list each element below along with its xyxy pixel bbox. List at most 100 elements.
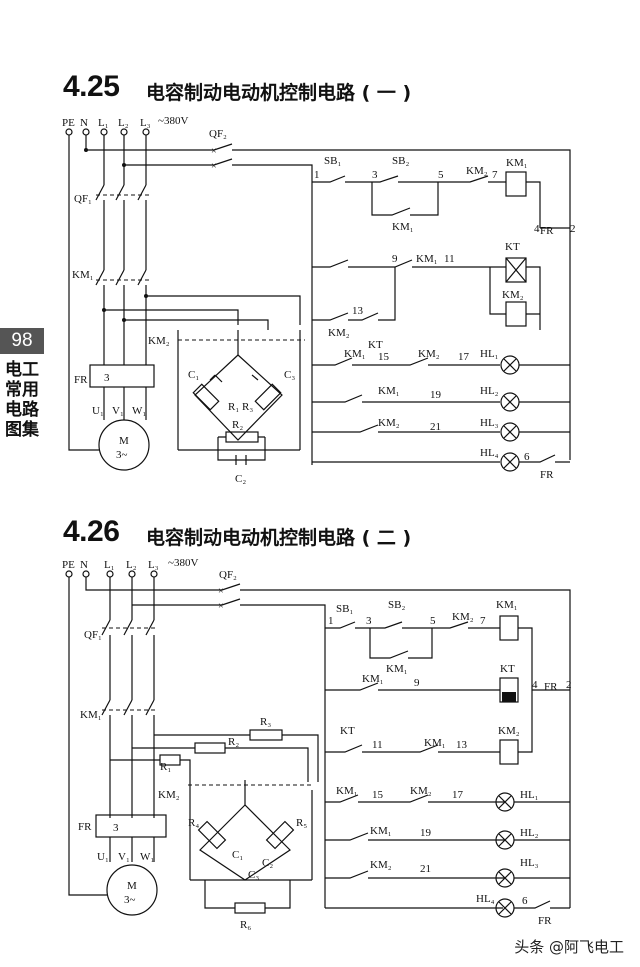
label-km2-coil: KM₂ [502,289,524,301]
label-n: N [80,117,88,129]
label-hl1-4-26: HL₁ [520,789,539,801]
label-l3-2: L₃ [148,559,159,571]
label-km1-lamp: KM₁ [344,348,366,360]
svg-text:15: 15 [378,351,390,363]
label-v1-2: V₁ [118,851,130,863]
label-qf1: QF₁ [74,193,92,205]
label-sb2-4-25: SB₂ [392,155,409,167]
label-u1: U₁ [92,405,104,417]
label-l2: L₂ [118,117,129,129]
label-hl2-4-25: HL₂ [480,385,499,397]
label-r3-4-25: R₃ [242,401,253,413]
label-km1-coil-2: KM₁ [496,599,518,611]
svg-text:11: 11 [444,253,455,265]
svg-text:3: 3 [366,615,372,627]
label-km1-kt-2: KM₁ [362,673,384,685]
label-qf1-2: QF₁ [84,629,102,641]
label-kt-contact: KT [368,339,383,351]
book-title-vertical: 电工常用电路图集 [5,360,39,440]
svg-text:1: 1 [314,169,320,181]
label-hl1-4-25: HL₁ [480,348,499,360]
label-km1-hl2: KM₁ [378,385,400,397]
label-km1-coil: KM₁ [506,157,528,169]
label-v1: V₁ [112,405,124,417]
figure-number-4-25: 4.25 [63,70,120,103]
label-km2-main: KM₂ [148,335,170,347]
svg-text:3: 3 [372,169,378,181]
label-r2-4-26: R₂ [228,736,239,748]
label-fr-main-2: FR [78,821,92,833]
svg-text:×: × [211,146,217,157]
figure-title-4-26: 电容制动电动机控制电路 ( 二 ) [146,527,412,549]
label-km1-main: KM₁ [72,269,94,281]
label-km2-main-2: KM₂ [158,789,180,801]
label-km2-interlock-2: KM₂ [452,611,474,623]
label-km2-ctrl: KM₂ [328,327,350,339]
svg-text:×: × [211,161,217,172]
svg-text:4: 4 [534,223,540,235]
label-r1-4-25: R₁ [228,401,239,413]
label-voltage: ~380V [158,115,188,127]
label-qf2-2: QF₂ [219,569,237,581]
label-sb1-4-26: SB₁ [336,603,353,615]
label-km2-coil-2: KM₂ [498,725,520,737]
svg-text:17: 17 [458,351,470,363]
svg-text:4: 4 [532,679,538,691]
figure-4-26-diagram: PE N L₁ L₂ L₃ ~380V QF₂ ×× QF₁ KM₁ R₃ [62,557,572,931]
motor-symbol-2 [106,864,158,916]
label-kt-coil-2: KT [500,663,515,675]
label-w1-2: W₁ [140,851,154,863]
label-c2-4-25: C₂ [235,473,246,485]
svg-text:6: 6 [522,895,528,907]
label-kt-coil: KT [505,241,520,253]
label-c3-4-25: C₃ [284,369,295,381]
svg-text:13: 13 [352,305,364,317]
label-km1-km2-2: KM₁ [424,737,446,749]
svg-text:×: × [218,586,224,597]
svg-text:7: 7 [492,169,498,181]
fr-number: 3 [104,372,110,384]
label-r6-4-26: R₆ [240,919,251,931]
motor-sub-2: 3~ [124,894,136,906]
label-r2-4-25: R₂ [232,419,243,431]
svg-text:7: 7 [480,615,486,627]
svg-text:1: 1 [328,615,334,627]
label-c3-4-26: C₃ [248,869,259,881]
label-hl4-4-26: HL₄ [476,893,495,905]
page-number-tab: 98 [0,328,44,354]
label-km1-hold: KM₁ [392,221,414,233]
svg-text:9: 9 [414,677,420,689]
svg-text:19: 19 [420,827,432,839]
figure-title-4-25: 电容制动电动机控制电路 ( 一 ) [146,82,412,104]
label-fr-ctrl-2: FR [544,681,558,693]
label-km2-hl3-2: KM₂ [370,859,392,871]
svg-text:13: 13 [456,739,468,751]
label-sb1-4-25: SB₁ [324,155,341,167]
label-hl2-4-26: HL₂ [520,827,539,839]
label-km2-interlock: KM₂ [466,165,488,177]
label-r1-4-26: R₁ [160,761,171,773]
label-l3: L₃ [140,117,151,129]
label-voltage-2: ~380V [168,557,198,569]
label-km1-lamp-2: KM₁ [336,785,358,797]
label-pe: PE [62,117,75,129]
label-kt-contact-2: KT [340,725,355,737]
label-pe-2: PE [62,559,75,571]
label-fr-main: FR [74,374,88,386]
label-fr-lamp: FR [540,469,554,481]
fr-number-2: 3 [113,822,119,834]
motor-label-2: M [127,880,137,892]
label-r4-4-26: R₄ [188,817,199,829]
label-km1-hl2-2: KM₁ [370,825,392,837]
label-l2-2: L₂ [126,559,137,571]
motor-sub: 3~ [116,449,128,461]
label-km2-hl3: KM₂ [378,417,400,429]
svg-text:2: 2 [566,679,572,691]
svg-text:21: 21 [430,421,441,433]
label-l1: L₁ [98,117,109,129]
label-km1-kt: KM₁ [416,253,438,265]
label-c2-4-26: C₂ [262,857,273,869]
svg-text:21: 21 [420,863,431,875]
